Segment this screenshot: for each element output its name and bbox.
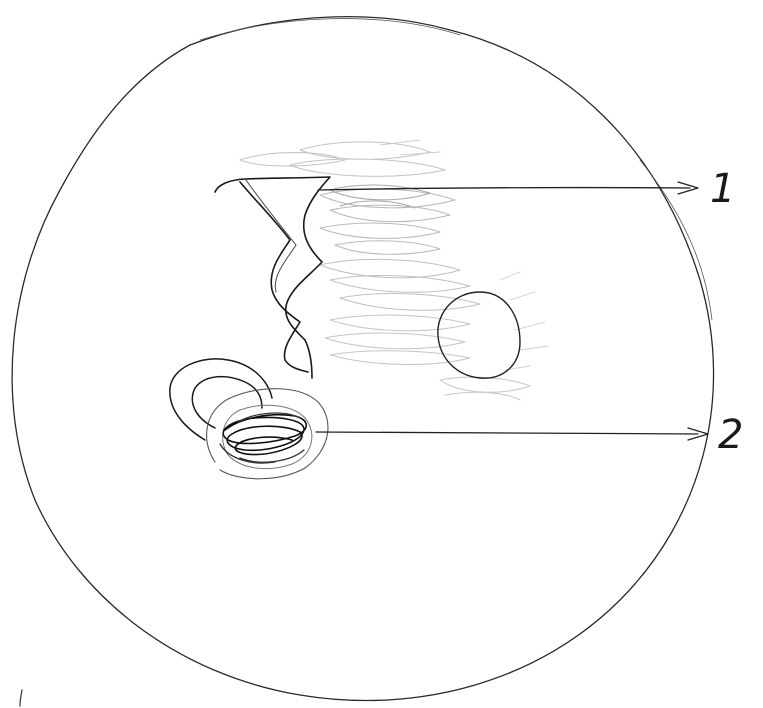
leader-line-2 xyxy=(316,428,708,440)
label-1: 1 xyxy=(710,166,735,212)
field-of-view-circle-overstroke xyxy=(200,19,712,320)
wavy-filament xyxy=(215,177,330,378)
label-2: 2 xyxy=(718,412,743,458)
stray-mark xyxy=(20,690,22,706)
coiled-structure xyxy=(170,359,328,479)
field-of-view-circle xyxy=(12,17,713,701)
round-vesicle xyxy=(438,292,520,378)
leader-line-1 xyxy=(318,182,698,194)
